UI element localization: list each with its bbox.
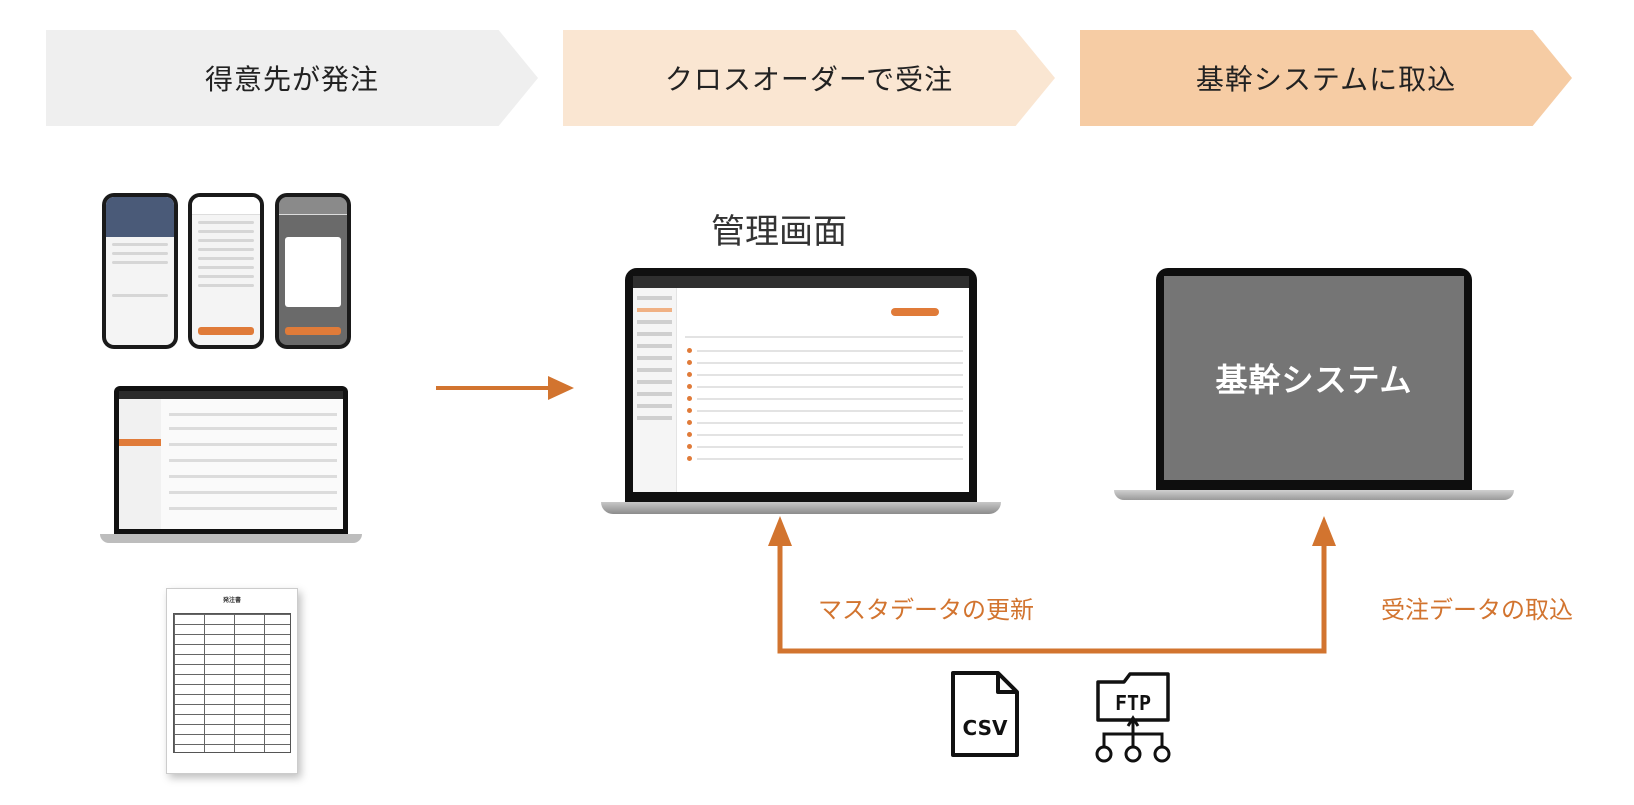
paper-order-form: 発注書 (166, 588, 298, 774)
paper-title: 発注書 (222, 597, 241, 604)
phone-screenshot (275, 193, 351, 349)
csv-file-icon: CSV (951, 671, 1019, 757)
csv-text: CSV (963, 716, 1008, 740)
step-label: クロスオーダーで受注 (664, 63, 954, 96)
arrow-up-admin-head (768, 516, 792, 546)
admin-screen-label: 管理画面 (711, 212, 847, 252)
ftp-folder-icon: FTP (1095, 672, 1171, 763)
master-update-label: マスタデータの更新 (818, 596, 1034, 624)
laptop-admin-screen (601, 268, 1001, 516)
laptop-core-system: 基幹システム (1114, 268, 1514, 500)
arrow-up-core-head (1312, 516, 1336, 546)
step-customer-order: 得意先が発注 (46, 30, 538, 126)
arrow-to-admin-head (548, 376, 574, 400)
step-core-import: 基幹システムに取込 (1080, 30, 1572, 126)
core-system-label: 基幹システム (1215, 361, 1413, 399)
step-label: 得意先が発注 (204, 63, 379, 96)
phone-screenshot (188, 193, 264, 349)
order-import-label: 受注データの取込 (1381, 596, 1573, 624)
laptop-order-screen (100, 386, 362, 554)
phone-screenshot (102, 193, 178, 349)
step-crossorder-receive: クロスオーダーで受注 (563, 30, 1055, 126)
ftp-text: FTP (1115, 691, 1151, 715)
step-label: 基幹システムに取込 (1195, 63, 1457, 96)
